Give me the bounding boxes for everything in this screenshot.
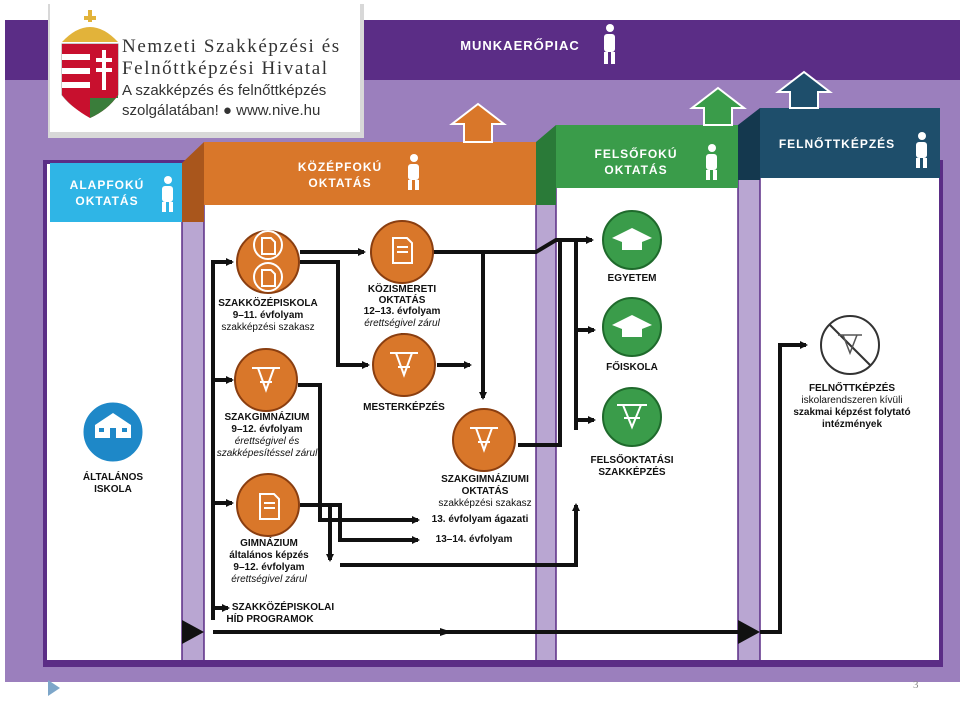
gim-label-1: GIMNÁZIUM [240,538,298,549]
evf1314-label: 13–14. évfolyam [435,534,513,545]
org-name-line2: Felnőttképzési Hivatal [122,58,329,79]
col-sep-2 [536,164,556,660]
bullet-marker [48,680,60,696]
gim-label-4: érettségivel zárul [231,574,307,585]
gim-label-2: általános képzés [229,550,309,561]
szgo-label-2: OKTATÁS [461,486,509,497]
col-sep-3 [738,164,760,660]
prohibited-circle [820,315,880,375]
szakgim-label-3: érettségivel és [234,436,300,447]
gim-circle [236,473,300,537]
alapfoku-header-shape [50,163,182,222]
fszk-label-1: FELSŐOKTATÁSI [590,455,674,466]
kozism-label-2: OKTATÁS [378,295,426,306]
szakgim-label-1: SZAKGIMNÁZIUM [224,412,310,423]
gim-label-3: 9–12. évfolyam [233,562,305,573]
kozism-label-1: KÖZISMERETI [367,284,437,295]
szgo-label-1: SZAKGIMNÁZIUMI [441,474,529,485]
coat-of-arms [61,10,119,118]
fszk-label-2: SZAKKÉPZÉS [598,467,666,478]
person-icons [162,24,927,212]
felnottkepzes-header-shape [760,108,940,178]
fk-label-4: intézmények [821,419,883,430]
hid-label-2: HÍD PROGRAMOK [226,614,314,625]
felsofoku-header-shape [556,125,738,188]
kozism-label-4: érettségivel zárul [364,318,440,329]
fk-label-3: szakmai képzést folytató [793,407,911,418]
tagline-line1: A szakképzés és felnőttképzés [122,82,327,99]
labor-market-title: MUNKAERŐPIAC [460,38,580,53]
mester-circle [372,333,436,397]
szakgim-label-4: szakképesítéssel zárul [216,448,318,459]
arrow-up-green [689,86,747,126]
col-sep-1 [182,164,204,660]
altalanos-label-1: ÁLTALÁNOS [82,472,144,483]
hid-label-1: SZAKKÖZÉPISKOLAI [231,602,335,613]
felsofoku-title-2: OKTATÁS [604,163,668,177]
szakgim-circle [234,348,298,412]
altalanos-label-2: ISKOLA [94,484,132,495]
szakkozep-label-2: 9–11. évfolyam [232,310,304,321]
egyetem-label: EGYETEM [607,273,657,284]
mester-label: MESTERKÉPZÉS [363,402,445,413]
tagline-line2: szolgálatában! ● www.nive.hu [122,102,321,119]
szgo-circle [452,408,516,472]
slide-number: 3 [913,679,919,691]
felsofoku-title-1: FELSŐFOKÚ [594,147,678,161]
fk-label-1: FELNŐTTKÉPZÉS [808,383,896,394]
school-circle [80,399,146,465]
evf13-label: 13. évfolyam ágazati [431,514,529,525]
arrow-up-navy [775,70,833,109]
fk-label-2: iskolarendszeren kívüli [801,395,903,406]
alapfoku-title-2: OKTATÁS [75,194,139,208]
kozepfoku-header-shape [204,142,536,205]
felnottkepzes-title: FELNŐTTKÉPZÉS [778,137,896,151]
szakkozep-label-3: szakképzési szakasz [221,322,315,333]
foiskola-label: FŐISKOLA [606,362,658,373]
arrow-up-orange [449,102,507,143]
alapfoku-title-1: ALAPFOKÚ [69,178,145,192]
org-name-line1: Nemzeti Szakképzési és [122,36,341,57]
kozepfoku-title-2: OKTATÁS [308,176,372,190]
kozepfoku-title-1: KÖZÉPFOKÚ [297,160,383,174]
szakkozep-label-1: SZAKKÖZÉPISKOLA [218,298,318,309]
szgo-label-3: szakképzési szakasz [438,498,532,509]
szakgim-label-2: 9–12. évfolyam [231,424,303,435]
kozism-label-3: 12–13. évfolyam [363,306,441,317]
